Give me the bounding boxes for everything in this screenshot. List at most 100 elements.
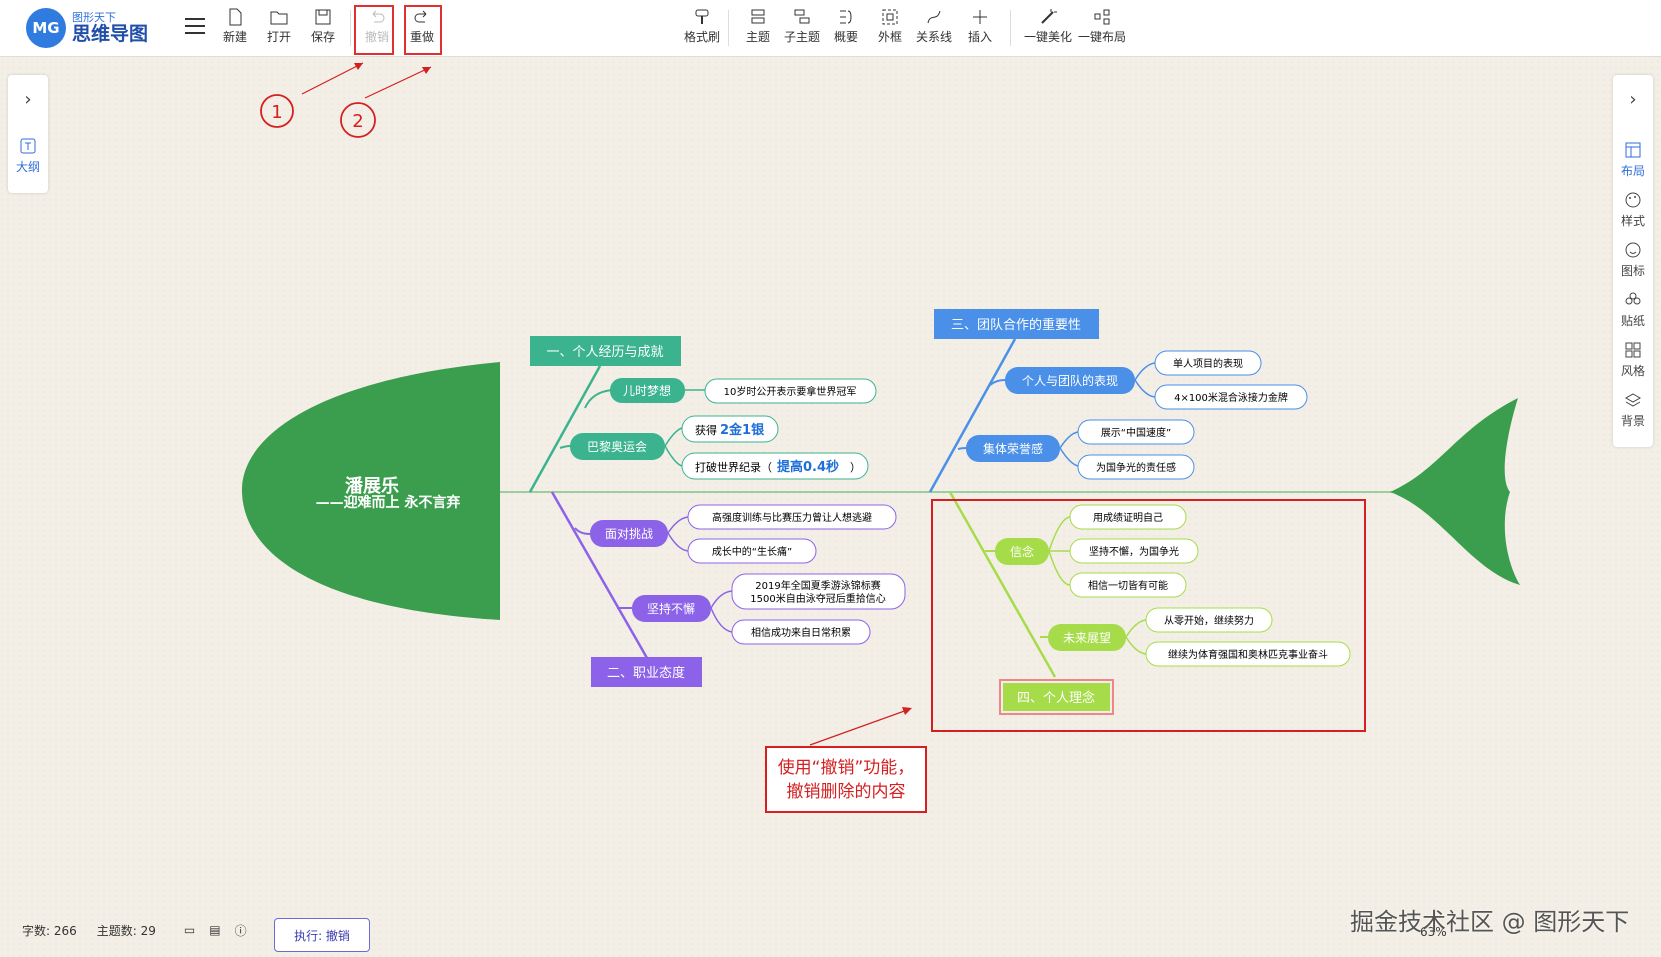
undo-button[interactable]: 撤销	[355, 6, 399, 50]
top-toolbar: MG 图形天下 思维导图 新建 打开 保存 撤销 重做 格式刷 主题 子主题 概…	[0, 0, 1661, 57]
status-bar: 字数: 266 主题数: 29 ▭ ▤ ⓘ	[8, 912, 247, 948]
background-panel-button[interactable]: 背景	[1613, 391, 1653, 429]
exec-status-button[interactable]: 执行: 撤销	[274, 918, 370, 952]
layout-icon	[1094, 9, 1110, 25]
undo-icon	[372, 10, 385, 23]
logo-mark: MG	[26, 8, 66, 48]
branch-1[interactable]: 一、个人经历与成就 儿时梦想 10岁时公开表示要拿世界冠军 巴黎奥运会 获得 2…	[528, 336, 877, 493]
app-logo[interactable]: MG 图形天下 思维导图	[26, 8, 148, 48]
collapse-right-chevron-icon[interactable]: ›	[1629, 89, 1637, 110]
frame-icon	[882, 9, 898, 25]
layout-panel-button[interactable]: 布局	[1613, 141, 1653, 179]
beautify-button[interactable]: 一键美化	[1018, 6, 1078, 50]
frame-button[interactable]: 外框	[868, 6, 912, 50]
theme-panel-button[interactable]: 风格	[1613, 341, 1653, 379]
arrow-3	[809, 708, 911, 746]
magic-wand-icon	[1041, 9, 1057, 24]
format-brush-button[interactable]: 格式刷	[680, 6, 724, 50]
sticker-panel-button[interactable]: 贴纸	[1613, 291, 1653, 329]
hamburger-menu-icon[interactable]	[185, 18, 205, 34]
info-icon[interactable]: ⓘ	[234, 923, 247, 938]
mini-map-icon[interactable]: ▤	[209, 923, 221, 937]
svg-text:1500米自由泳夺冠后重拾信心: 1500米自由泳夺冠后重拾信心	[750, 592, 885, 605]
new-button[interactable]: 新建	[213, 6, 257, 50]
open-button[interactable]: 打开	[257, 6, 301, 50]
branch-4[interactable]: 四、个人理念 信念 用成绩证明自己 坚持不懈，为国争光 相信一切皆有可能 未来展…	[948, 491, 1351, 715]
svg-text:坚持不懈: 坚持不懈	[647, 601, 695, 616]
logo-subtitle: 图形天下	[72, 10, 116, 24]
palette-icon	[1625, 192, 1641, 208]
zoom-level[interactable]: 63%	[1420, 925, 1447, 939]
svg-text:巴黎奥运会: 巴黎奥运会	[587, 440, 647, 454]
svg-text:4×100米混合泳接力金牌: 4×100米混合泳接力金牌	[1174, 391, 1288, 404]
expand-left-chevron-icon[interactable]: ›	[24, 89, 32, 110]
file-icon	[229, 8, 242, 26]
svg-text:继续为体育强国和奥林匹克事业奋斗: 继续为体育强国和奥林匹克事业奋斗	[1168, 648, 1328, 661]
marker-1	[260, 94, 294, 128]
svg-text:10岁时公开表示要拿世界冠军: 10岁时公开表示要拿世界冠军	[724, 385, 857, 398]
fish-head	[241, 362, 500, 620]
smiley-icon	[1625, 242, 1641, 258]
svg-text:展示“中国速度”: 展示“中国速度”	[1101, 426, 1171, 439]
branch-2[interactable]: 二、职业态度 面对挑战 高强度训练与比赛压力曾让人想逃避 成长中的“生长痛” 坚…	[550, 491, 906, 687]
svg-text:面对挑战: 面对挑战	[605, 527, 653, 541]
svg-text:信念: 信念	[1010, 544, 1034, 559]
word-count: 字数: 266	[22, 923, 77, 938]
callout-box	[765, 746, 927, 813]
svg-text:打破世界纪录（: 打破世界纪录（	[695, 460, 772, 474]
central-title[interactable]: 潘展乐	[345, 476, 399, 497]
highlight-frame	[931, 499, 1366, 732]
svg-text:从零开始，继续努力: 从零开始，继续努力	[1164, 614, 1254, 627]
plus-icon	[973, 10, 987, 24]
svg-text:用成绩证明自己: 用成绩证明自己	[1093, 511, 1163, 524]
svg-text:四、个人理念: 四、个人理念	[1017, 690, 1095, 706]
undo-highlight	[354, 5, 394, 55]
relation-icon	[927, 10, 941, 24]
marker-2	[340, 102, 376, 138]
svg-text:三、团队合作的重要性: 三、团队合作的重要性	[951, 317, 1081, 333]
callout-line-1: 使用“撤销”功能，	[778, 757, 915, 778]
redo-highlight	[404, 5, 442, 55]
outline-button[interactable]: 大纲	[8, 137, 48, 175]
auto-layout-button[interactable]: 一键布局	[1072, 6, 1132, 50]
callout-line-2: 撤销删除的内容	[787, 782, 906, 802]
redo-button[interactable]: 重做	[400, 6, 444, 50]
keyboard-icon[interactable]: ▭	[183, 923, 196, 937]
svg-text:获得: 获得	[695, 424, 717, 437]
svg-text:2金1银: 2金1银	[720, 422, 765, 438]
marker-2-label: 2	[352, 111, 363, 132]
branch-3[interactable]: 三、团队合作的重要性 个人与团队的表现 单人项目的表现 4×100米混合泳接力金…	[928, 309, 1308, 493]
subtopic-icon	[794, 9, 810, 24]
redo-icon	[414, 10, 427, 23]
central-subtitle: ——迎难而上 永不言弃	[316, 494, 461, 511]
topic-count: 主题数: 29	[96, 923, 156, 938]
svg-text:坚持不懈，为国争光: 坚持不懈，为国争光	[1089, 545, 1179, 558]
summary-icon	[840, 10, 852, 24]
folder-icon	[270, 11, 288, 25]
arrow-1	[301, 62, 364, 95]
svg-text:单人项目的表现: 单人项目的表现	[1173, 357, 1243, 370]
relation-line-button[interactable]: 关系线	[912, 6, 956, 50]
save-icon	[315, 9, 331, 25]
svg-text:）: ）	[850, 461, 861, 474]
layout-panel-icon	[1625, 142, 1641, 158]
topic-button[interactable]: 主题	[736, 6, 780, 50]
style-panel-button[interactable]: 样式	[1613, 191, 1653, 229]
svg-text:未来展望: 未来展望	[1063, 631, 1111, 645]
svg-text:个人与团队的表现: 个人与团队的表现	[1022, 373, 1118, 388]
flower-icon	[1625, 292, 1641, 305]
brush-icon	[695, 9, 709, 24]
fish-tail	[1390, 398, 1520, 585]
svg-text:高强度训练与比赛压力曾让人想逃避: 高强度训练与比赛压力曾让人想逃避	[712, 511, 872, 524]
icon-panel-button[interactable]: 图标	[1613, 241, 1653, 279]
svg-text:2019年全国夏季游泳锦标赛: 2019年全国夏季游泳锦标赛	[755, 579, 880, 592]
marker-1-label: 1	[271, 102, 282, 123]
svg-text:为国争光的责任感: 为国争光的责任感	[1096, 461, 1176, 474]
save-button[interactable]: 保存	[301, 6, 345, 50]
subtopic-button[interactable]: 子主题	[780, 6, 824, 50]
insert-button[interactable]: 插入	[958, 6, 1002, 50]
svg-text:成长中的“生长痛”: 成长中的“生长痛”	[712, 545, 792, 558]
summary-button[interactable]: 概要	[824, 6, 868, 50]
outline-icon	[20, 138, 36, 154]
